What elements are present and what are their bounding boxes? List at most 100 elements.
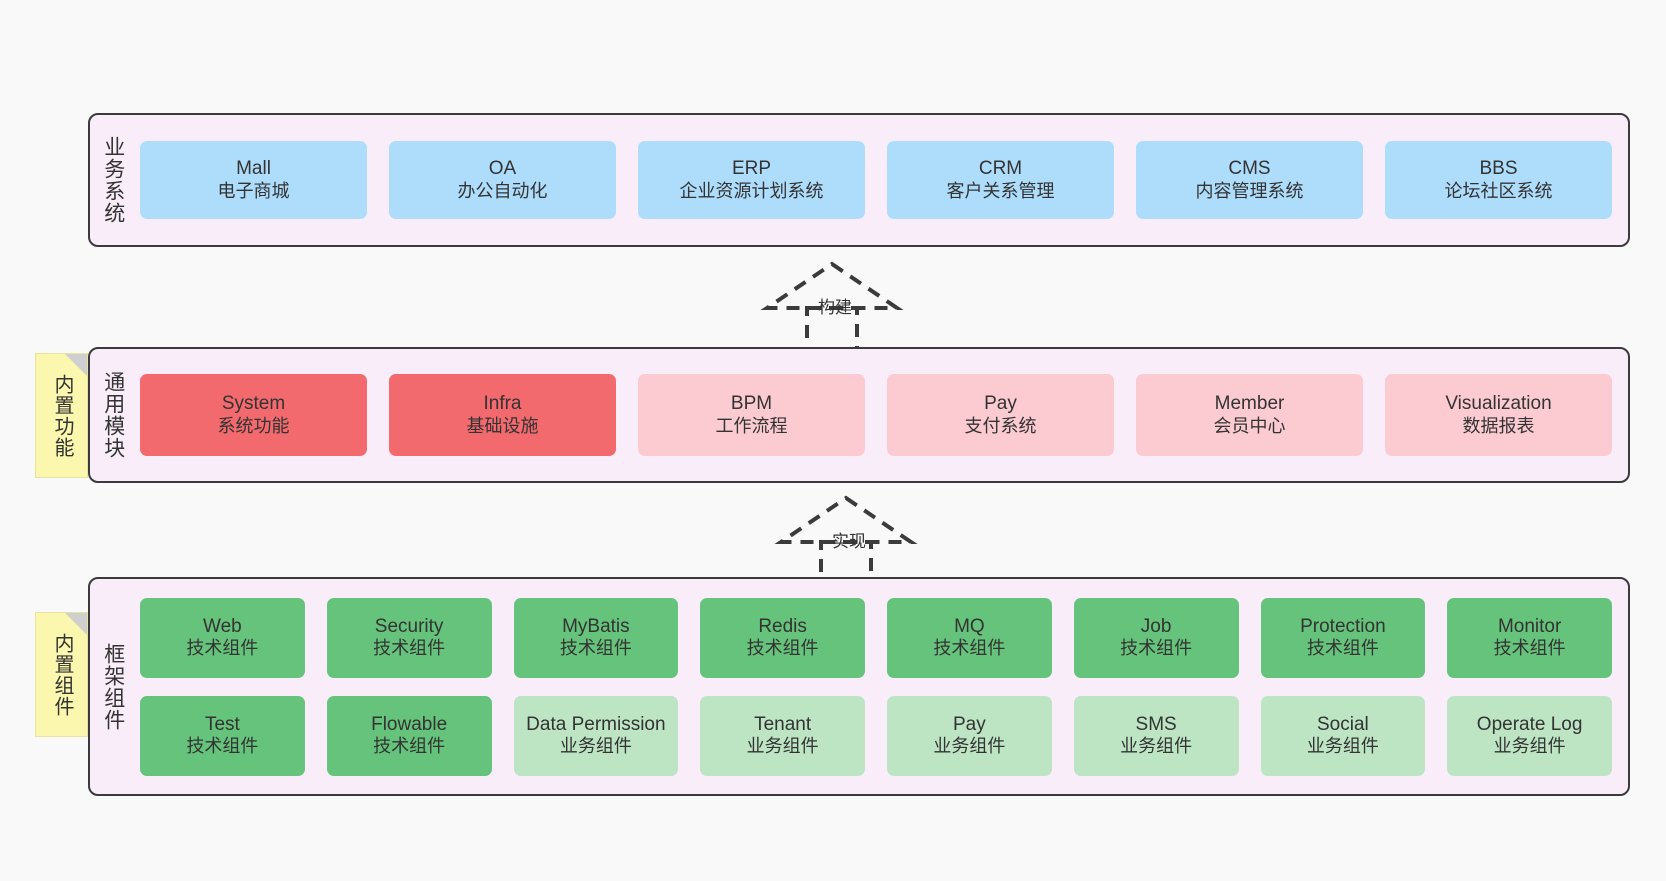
card-protection[interactable]: Protection 技术组件 bbox=[1260, 597, 1426, 678]
card-operate-log[interactable]: Operate Log 业务组件 bbox=[1447, 695, 1612, 776]
card-flowable[interactable]: Flowable 技术组件 bbox=[326, 695, 492, 776]
card-monitor[interactable]: Monitor 技术组件 bbox=[1447, 597, 1612, 678]
card-subtitle: 技术组件 bbox=[1120, 638, 1193, 659]
card-subtitle: 办公自动化 bbox=[457, 180, 548, 201]
card-title: MyBatis bbox=[562, 615, 630, 637]
card-tenant[interactable]: Tenant 业务组件 bbox=[700, 695, 865, 776]
card-title: Flowable bbox=[371, 713, 448, 735]
card-subtitle: 电子商城 bbox=[217, 180, 290, 201]
card-subtitle: 工作流程 bbox=[715, 415, 788, 436]
note-text: 内置组件 bbox=[51, 632, 73, 717]
card-social[interactable]: Social 业务组件 bbox=[1260, 695, 1426, 776]
card-erp[interactable]: ERP 企业资源计划系统 bbox=[638, 141, 865, 219]
layer-framework-component[interactable]: 框架组件 Web 技术组件 Security 技术组件 MyBatis 技术组件… bbox=[88, 577, 1630, 796]
card-bpm[interactable]: BPM 工作流程 bbox=[638, 374, 865, 456]
card-title: Redis bbox=[758, 615, 807, 637]
card-title: Test bbox=[204, 713, 240, 735]
card-subtitle: 会员中心 bbox=[1213, 415, 1286, 436]
card-title: ERP bbox=[731, 158, 772, 180]
card-row: System 系统功能 Infra 基础设施 BPM 工作流程 Pay 支付系统… bbox=[140, 374, 1612, 456]
card-member[interactable]: Member 会员中心 bbox=[1136, 374, 1363, 456]
connector-implement-label: 实现 bbox=[832, 532, 866, 551]
card-subtitle: 技术组件 bbox=[186, 736, 259, 757]
card-sms[interactable]: SMS 业务组件 bbox=[1073, 695, 1239, 776]
card-subtitle: 支付系统 bbox=[964, 415, 1037, 436]
card-title: BBS bbox=[1479, 158, 1518, 180]
card-title: Protection bbox=[1300, 615, 1386, 637]
card-subtitle: 技术组件 bbox=[1493, 638, 1566, 659]
card-row: Web 技术组件 Security 技术组件 MyBatis 技术组件 Redi… bbox=[140, 597, 1612, 678]
card-subtitle: 系统功能 bbox=[217, 415, 290, 436]
layer-common-module[interactable]: 通用模块 System 系统功能 Infra 基础设施 BPM 工作流程 Pay… bbox=[88, 347, 1630, 483]
card-row: Test 技术组件 Flowable 技术组件 Data Permission … bbox=[140, 695, 1612, 776]
card-subtitle: 业务组件 bbox=[559, 736, 632, 757]
note-text: 内置功能 bbox=[51, 373, 73, 458]
note-builtin-function: 内置功能 bbox=[35, 353, 88, 478]
card-visualization[interactable]: Visualization 数据报表 bbox=[1385, 374, 1612, 456]
card-title: Visualization bbox=[1445, 393, 1552, 415]
note-builtin-component: 内置组件 bbox=[35, 612, 88, 737]
card-mybatis[interactable]: MyBatis 技术组件 bbox=[513, 597, 679, 678]
card-title: Infra bbox=[483, 393, 522, 415]
card-title: Data Permission bbox=[526, 713, 666, 735]
card-crm[interactable]: CRM 客户关系管理 bbox=[887, 141, 1114, 219]
card-subtitle: 技术组件 bbox=[933, 638, 1006, 659]
card-test[interactable]: Test 技术组件 bbox=[140, 695, 305, 776]
card-title: Monitor bbox=[1497, 615, 1562, 637]
card-title: Operate Log bbox=[1476, 713, 1583, 735]
card-subtitle: 企业资源计划系统 bbox=[679, 180, 824, 201]
layer-body-framework-component: Web 技术组件 Security 技术组件 MyBatis 技术组件 Redi… bbox=[136, 579, 1628, 794]
card-title: Security bbox=[374, 615, 444, 637]
card-subtitle: 内容管理系统 bbox=[1195, 180, 1304, 201]
card-pay-component[interactable]: Pay 业务组件 bbox=[887, 695, 1052, 776]
card-subtitle: 技术组件 bbox=[373, 736, 446, 757]
card-cms[interactable]: CMS 内容管理系统 bbox=[1136, 141, 1363, 219]
card-system[interactable]: System 系统功能 bbox=[140, 374, 367, 456]
card-redis[interactable]: Redis 技术组件 bbox=[700, 597, 865, 678]
card-subtitle: 业务组件 bbox=[933, 736, 1006, 757]
card-title: System bbox=[221, 393, 286, 415]
card-title: BPM bbox=[730, 393, 773, 415]
card-title: CMS bbox=[1228, 158, 1271, 180]
layer-label-common-module: 通用模块 bbox=[101, 371, 125, 459]
card-title: Pay bbox=[984, 393, 1017, 415]
card-security[interactable]: Security 技术组件 bbox=[326, 597, 492, 678]
connector-build: 构建 bbox=[752, 258, 912, 352]
card-subtitle: 业务组件 bbox=[1120, 736, 1193, 757]
card-mq[interactable]: MQ 技术组件 bbox=[887, 597, 1052, 678]
card-web[interactable]: Web 技术组件 bbox=[140, 597, 305, 678]
card-subtitle: 技术组件 bbox=[186, 638, 259, 659]
card-bbs[interactable]: BBS 论坛社区系统 bbox=[1385, 141, 1612, 219]
card-title: MQ bbox=[954, 615, 985, 637]
card-title: SMS bbox=[1135, 713, 1177, 735]
card-infra[interactable]: Infra 基础设施 bbox=[389, 374, 616, 456]
card-subtitle: 业务组件 bbox=[746, 736, 819, 757]
card-title: Social bbox=[1317, 713, 1369, 735]
card-subtitle: 技术组件 bbox=[559, 638, 632, 659]
connector-implement: 实现 bbox=[766, 492, 926, 586]
card-title: OA bbox=[488, 158, 517, 180]
card-subtitle: 业务组件 bbox=[1493, 736, 1566, 757]
card-subtitle: 数据报表 bbox=[1462, 415, 1535, 436]
layer-body-business-system: Mall 电子商城 OA 办公自动化 ERP 企业资源计划系统 CRM 客户关系… bbox=[136, 115, 1628, 245]
layer-label-business-system: 业务系统 bbox=[101, 136, 125, 224]
card-title: Web bbox=[203, 615, 242, 637]
card-data-permission[interactable]: Data Permission 业务组件 bbox=[513, 695, 679, 776]
card-subtitle: 技术组件 bbox=[373, 638, 446, 659]
card-subtitle: 业务组件 bbox=[1306, 736, 1379, 757]
card-subtitle: 技术组件 bbox=[1306, 638, 1379, 659]
card-subtitle: 基础设施 bbox=[466, 415, 539, 436]
card-pay-module[interactable]: Pay 支付系统 bbox=[887, 374, 1114, 456]
card-subtitle: 技术组件 bbox=[746, 638, 819, 659]
card-title: Mall bbox=[236, 158, 271, 180]
layer-business-system[interactable]: 业务系统 Mall 电子商城 OA 办公自动化 ERP 企业资源计划系统 CRM… bbox=[88, 113, 1630, 247]
card-subtitle: 论坛社区系统 bbox=[1444, 180, 1553, 201]
card-title: Member bbox=[1214, 393, 1285, 415]
card-mall[interactable]: Mall 电子商城 bbox=[140, 141, 367, 219]
layer-body-common-module: System 系统功能 Infra 基础设施 BPM 工作流程 Pay 支付系统… bbox=[136, 349, 1628, 481]
card-title: CRM bbox=[978, 158, 1023, 180]
card-title: Pay bbox=[953, 713, 986, 735]
card-job[interactable]: Job 技术组件 bbox=[1073, 597, 1239, 678]
card-oa[interactable]: OA 办公自动化 bbox=[389, 141, 616, 219]
